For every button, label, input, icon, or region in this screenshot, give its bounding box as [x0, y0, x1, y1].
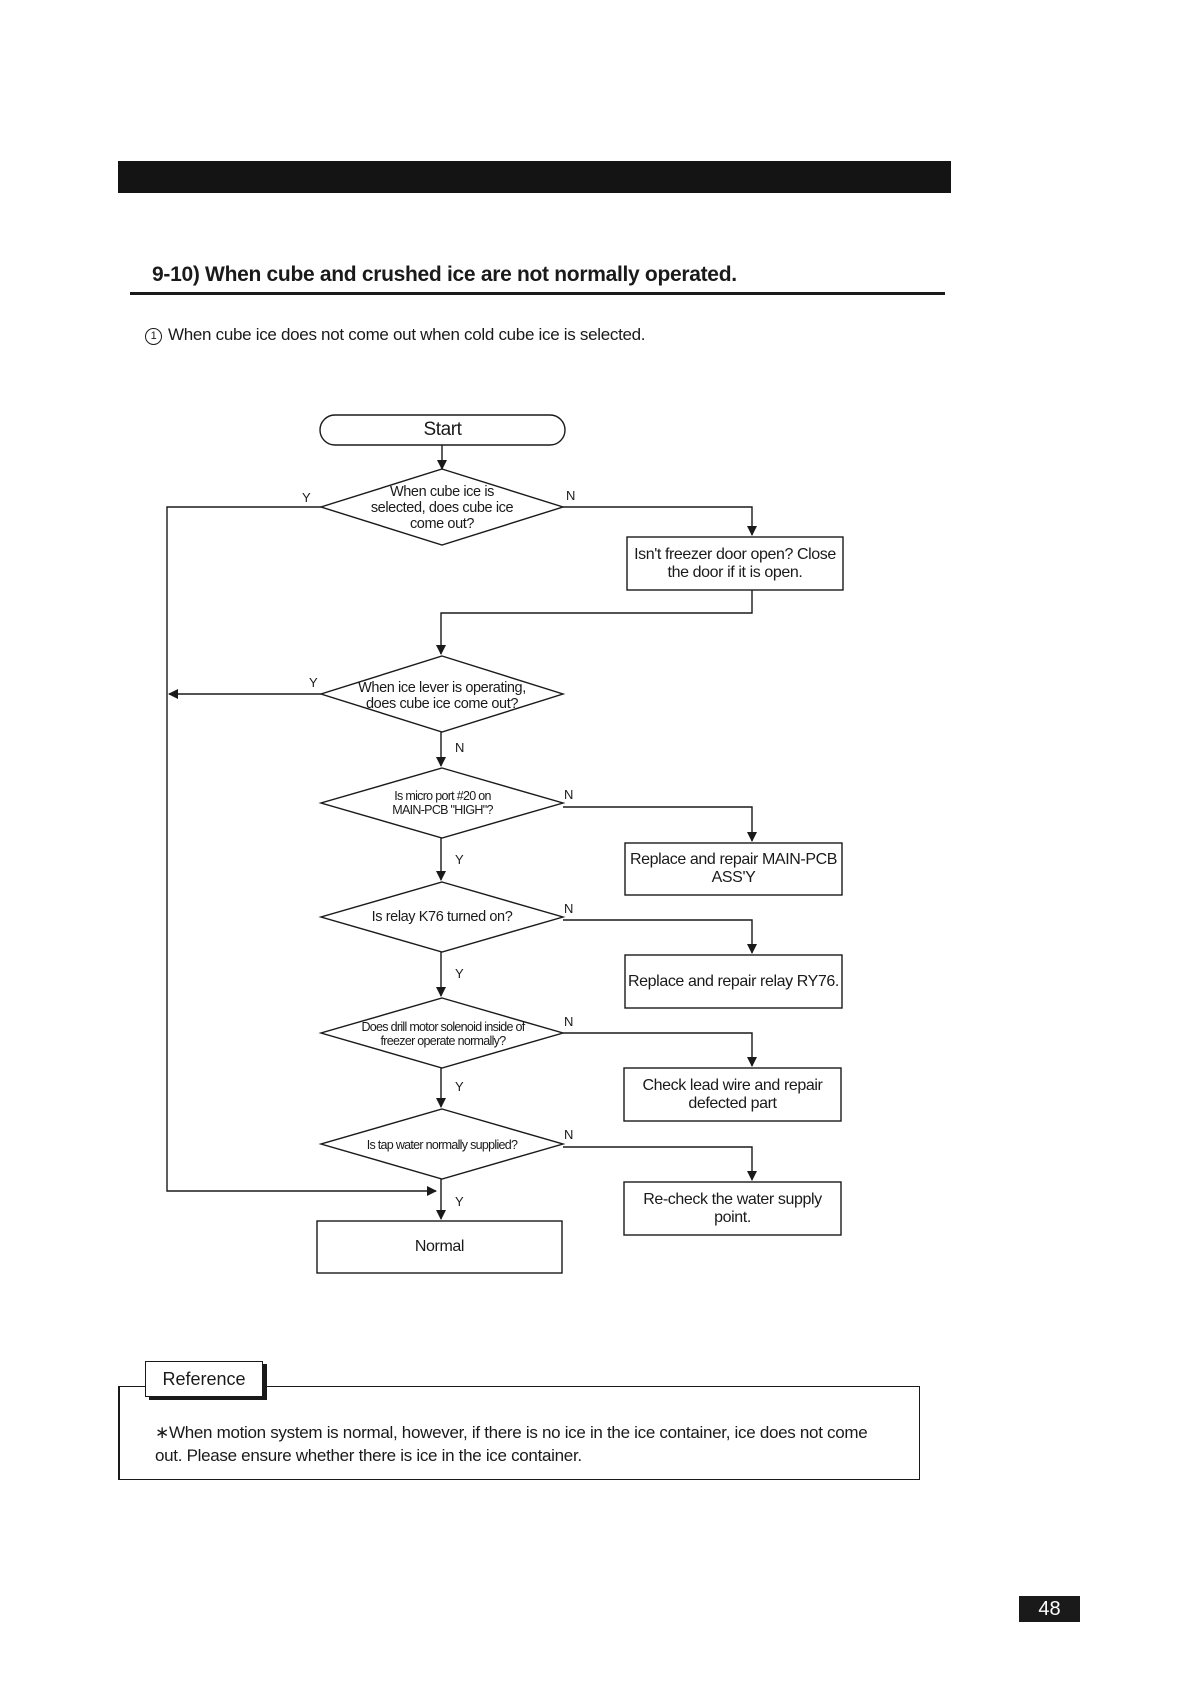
box-lead-wire — [623, 1067, 842, 1122]
reference-tab: Reference — [145, 1361, 263, 1397]
subtitle-text: When cube ice does not come out when col… — [168, 325, 646, 344]
edge-label-d2-yes: Y — [309, 675, 318, 690]
edge-label-d3-yes: Y — [455, 852, 464, 867]
box-relay-ry76 — [624, 954, 843, 1009]
edge-label-d1-yes: Y — [302, 490, 311, 505]
section-title: 9-10) When cube and crushed ice are not … — [152, 263, 737, 286]
decision-tap-water-label: Is tap water normally supplied? — [366, 1138, 518, 1152]
decision-ice-lever — [318, 655, 566, 733]
box-water-supply — [623, 1181, 842, 1236]
decision-drill-motor-label: Does drill motor solenoid inside of free… — [361, 1020, 525, 1048]
edge-label-d5-no: N — [564, 1014, 574, 1029]
header-bar — [118, 161, 951, 193]
decision-drill-motor — [318, 997, 566, 1069]
decision-micro-port-label: Is micro port #20 on MAIN-PCB "HIGH"? — [392, 789, 493, 817]
step-marker: 1 — [145, 328, 162, 345]
reference-frame-left — [118, 1386, 120, 1480]
end-normal — [316, 1220, 563, 1274]
decision-relay-k76-label: Is relay K76 turned on? — [371, 908, 513, 925]
end-normal-label: Normal — [414, 1238, 465, 1256]
decision-cube-ice — [318, 468, 566, 546]
start-label: Start — [423, 419, 462, 441]
edge-label-d1-no: N — [566, 488, 576, 503]
subtitle: 1 When cube ice does not come out when co… — [145, 325, 646, 345]
box-lead-wire-label: Check lead wire and repair defected part — [642, 1076, 823, 1112]
edge-label-d6-yes: Y — [455, 1194, 464, 1209]
edge-label-d4-yes: Y — [455, 966, 464, 981]
reference-text: ∗When motion system is normal, however, … — [155, 1422, 895, 1468]
edge-label-d6-no: N — [564, 1127, 574, 1142]
title-rule — [130, 292, 945, 295]
box-main-pcb — [624, 842, 843, 896]
decision-cube-ice-label: When cube ice is selected, does cube ice… — [370, 483, 514, 533]
page-number: 48 — [1019, 1596, 1080, 1622]
reference-bullet: ∗ — [155, 1423, 169, 1442]
edge-label-d5-yes: Y — [455, 1079, 464, 1094]
box-main-pcb-label: Replace and repair MAIN-PCB ASS'Y — [629, 851, 838, 886]
box-freezer-door-label: Isn't freezer door open? Close the door … — [634, 545, 836, 581]
decision-relay-k76 — [318, 881, 566, 953]
decision-micro-port — [318, 767, 566, 839]
box-relay-ry76-label: Replace and repair relay RY76. — [628, 972, 839, 990]
edge-label-d3-no: N — [564, 787, 574, 802]
edge-label-d2-no: N — [455, 740, 465, 755]
edge-label-d4-no: N — [564, 901, 574, 916]
decision-tap-water — [318, 1108, 566, 1180]
decision-ice-lever-label: When ice lever is operating, does cube i… — [358, 679, 526, 712]
reference-frame — [118, 1386, 920, 1480]
box-freezer-door — [626, 536, 844, 591]
reference-body: When motion system is normal, however, i… — [155, 1423, 868, 1465]
box-water-supply-label: Re-check the water supply point. — [643, 1190, 822, 1226]
